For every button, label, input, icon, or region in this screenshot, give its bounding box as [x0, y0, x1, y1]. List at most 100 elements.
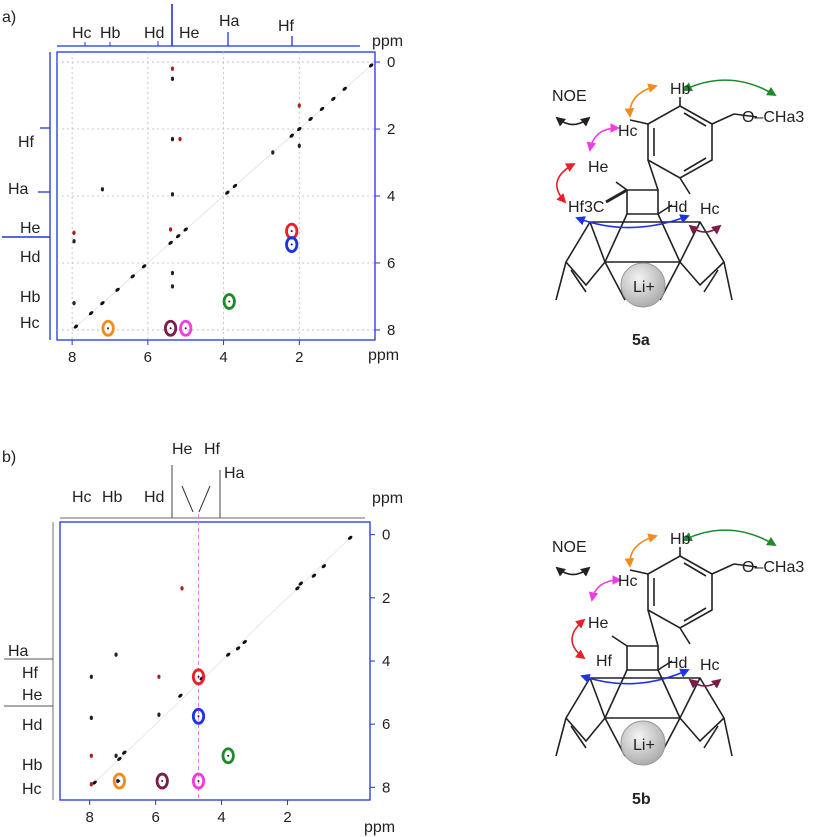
panel-b-x-unit: ppm — [364, 819, 395, 836]
structure-5b-li: Li+ — [633, 737, 655, 754]
panel-a-cross-peak-4 — [170, 192, 175, 197]
panel-a-x-tick-label-6: 6 — [144, 349, 152, 366]
structure-5a-he: He — [588, 159, 609, 176]
structure-5a-hc1: Hc — [618, 123, 638, 140]
panel-b-noe-marker-1 — [191, 707, 206, 725]
panel-a-cross-peak-2 — [170, 136, 175, 142]
cage-double-bonds — [570, 269, 719, 293]
noe-legend-arrow — [555, 116, 591, 127]
panel-b-cross-peak-2 — [89, 674, 93, 679]
panel-a-left-projection: Hf Ha He Hd Hb Hc — [2, 52, 51, 340]
noe-arrow-hd-hc-b — [688, 678, 722, 689]
noe-arrow-hf-hd — [575, 214, 690, 229]
panel-b-noe-marker-3 — [112, 772, 126, 790]
panel-a-left-label-hf: Hf — [18, 134, 35, 151]
panel-a-cross-peak-3 — [178, 136, 182, 142]
panel-a-cross-peak-1 — [170, 76, 175, 81]
panel-a-top-label-hb: Hb — [100, 25, 121, 42]
panel-a-cross-peak-12 — [297, 103, 301, 108]
panel-b-top-leader-hf — [198, 485, 211, 513]
panel-a-diagonal-peak-9 — [225, 190, 230, 195]
panel-b-cross-peak-1 — [114, 652, 118, 657]
noe-arrow-hb-och3-b — [682, 529, 777, 546]
panel-a-diagonal-peak-10 — [232, 183, 238, 189]
panel-a-top-label-hc: Hc — [72, 25, 92, 42]
panel-a-diagonal-peak-15 — [331, 96, 336, 101]
panel-a-left-label-hd: Hd — [20, 249, 40, 266]
panel-b-noe-marker-2 — [221, 747, 235, 765]
panel-b-cross-peak-8 — [116, 778, 120, 784]
panel-a-diagonal-peak-2 — [100, 301, 105, 306]
panel-b-diagonal-peak-8 — [295, 586, 300, 591]
cyclobutane-ring — [626, 189, 659, 215]
structure-5b-hb: Hb — [670, 531, 691, 548]
noe-arrow-hb-och3 — [682, 79, 777, 96]
panel-b-top-label-hc: Hc — [72, 489, 92, 506]
structure-5a-noe-label: NOE — [552, 88, 587, 105]
panel-b-top-projection: Hc Hb Hd He Hf Ha ppm — [60, 441, 403, 519]
panel-a-cross-peak-14 — [271, 150, 275, 155]
panel-b-y-tick-label-8: 8 — [382, 779, 390, 796]
panel-b-diagonal-peak-2 — [122, 750, 127, 755]
panel-b-left-label-hd: Hd — [22, 717, 42, 734]
panel-b-noe-marker-4 — [155, 772, 169, 790]
panel-b-diagonal-peak-10 — [311, 573, 317, 578]
panel-a-left-label-hb: Hb — [20, 289, 41, 306]
noe-arrow-he-hf-b — [571, 618, 586, 660]
panel-b-cross-peak-9 — [89, 782, 93, 787]
panel-a-cross-peak-7 — [72, 239, 76, 244]
structure-5b-hf: Hf — [596, 653, 613, 670]
panel-a-noe-peak-0 — [290, 230, 293, 233]
structure-5a-li: Li+ — [633, 279, 655, 296]
structure-5a-hb: Hb — [670, 81, 691, 98]
hd-bond-b — [657, 660, 673, 671]
panel-a-x-tick-label-2: 2 — [295, 349, 303, 366]
panel-b-noe-peak-3 — [118, 780, 121, 783]
panel-b-left-projection: Ha Hf He Hd Hb Hc — [4, 522, 54, 800]
panel-a-top-label-he: He — [179, 25, 200, 42]
panel-b-left-label-ha: Ha — [8, 643, 29, 660]
panel-b-x-tick-label-8: 8 — [86, 809, 94, 826]
aryl-ring — [647, 105, 713, 179]
panel-a-noe-marker-4 — [163, 319, 178, 337]
panel-a-y-tick-label-4: 4 — [387, 188, 395, 205]
panel-a-y-tick-label-6: 6 — [387, 255, 395, 272]
panel-a-cross-peak-9 — [168, 227, 173, 232]
panel-a-noe-marker-5 — [179, 319, 193, 337]
aryl-h-bonds-b — [629, 547, 691, 645]
panel-b-diagonal-peak-7 — [242, 639, 247, 645]
aryl-ring-b — [647, 555, 713, 629]
panel-a: a) Hc Hb Hd He Ha Hf ppm Hf Ha He — [2, 4, 804, 366]
aryl-double-bonds — [653, 112, 707, 172]
panel-b-x-tick-label-2: 2 — [283, 809, 291, 826]
structure-5b-hc1: Hc — [618, 573, 638, 590]
panel-b-diagonal-peak-11 — [321, 564, 327, 569]
compound-label-5a: 5a — [632, 332, 650, 349]
noe-arrow-hf-hd-b — [580, 668, 690, 685]
panel-b-y-tick-label-6: 6 — [382, 716, 390, 733]
panel-b-top-label-he: He — [172, 441, 193, 458]
panel-a-y-tick-label-8: 8 — [387, 322, 395, 339]
panel-a-cross-peak-10 — [170, 270, 175, 276]
structure-5b-noe-label: NOE — [552, 539, 587, 556]
structure-5b-och3: O–CHa3 — [742, 559, 804, 576]
aryl-h-bonds — [629, 97, 691, 195]
panel-a-cross-peak-13 — [297, 143, 301, 148]
panel-a-cross-peak-8 — [72, 300, 76, 306]
panel-a-left-label-hc: Hc — [20, 315, 40, 332]
panel-a-x-unit: ppm — [368, 347, 399, 364]
panel-b-diagonal-peak-0 — [92, 780, 97, 785]
panel-a-cross-peak-5 — [100, 187, 105, 192]
panel-a-diagonal-peak-6 — [168, 240, 173, 245]
panel-b-noe-peak-2 — [227, 754, 230, 757]
noe-arrow-hc-he-b — [588, 575, 622, 602]
noe-arrow-he-hf — [556, 163, 576, 204]
panel-b-left-label-hf: Hf — [22, 665, 39, 682]
panel-b-noe-peak-0 — [197, 675, 200, 678]
panel-b-diagonal-peak-6 — [235, 646, 241, 651]
panel-b-diagonal-peak-3 — [178, 693, 183, 698]
panel-a-diagonal-peak-0 — [73, 324, 79, 329]
lithium-ion-sphere-b — [620, 720, 666, 766]
structure-5b: NOE Hb Hc O–CHa3 He — [552, 529, 804, 808]
